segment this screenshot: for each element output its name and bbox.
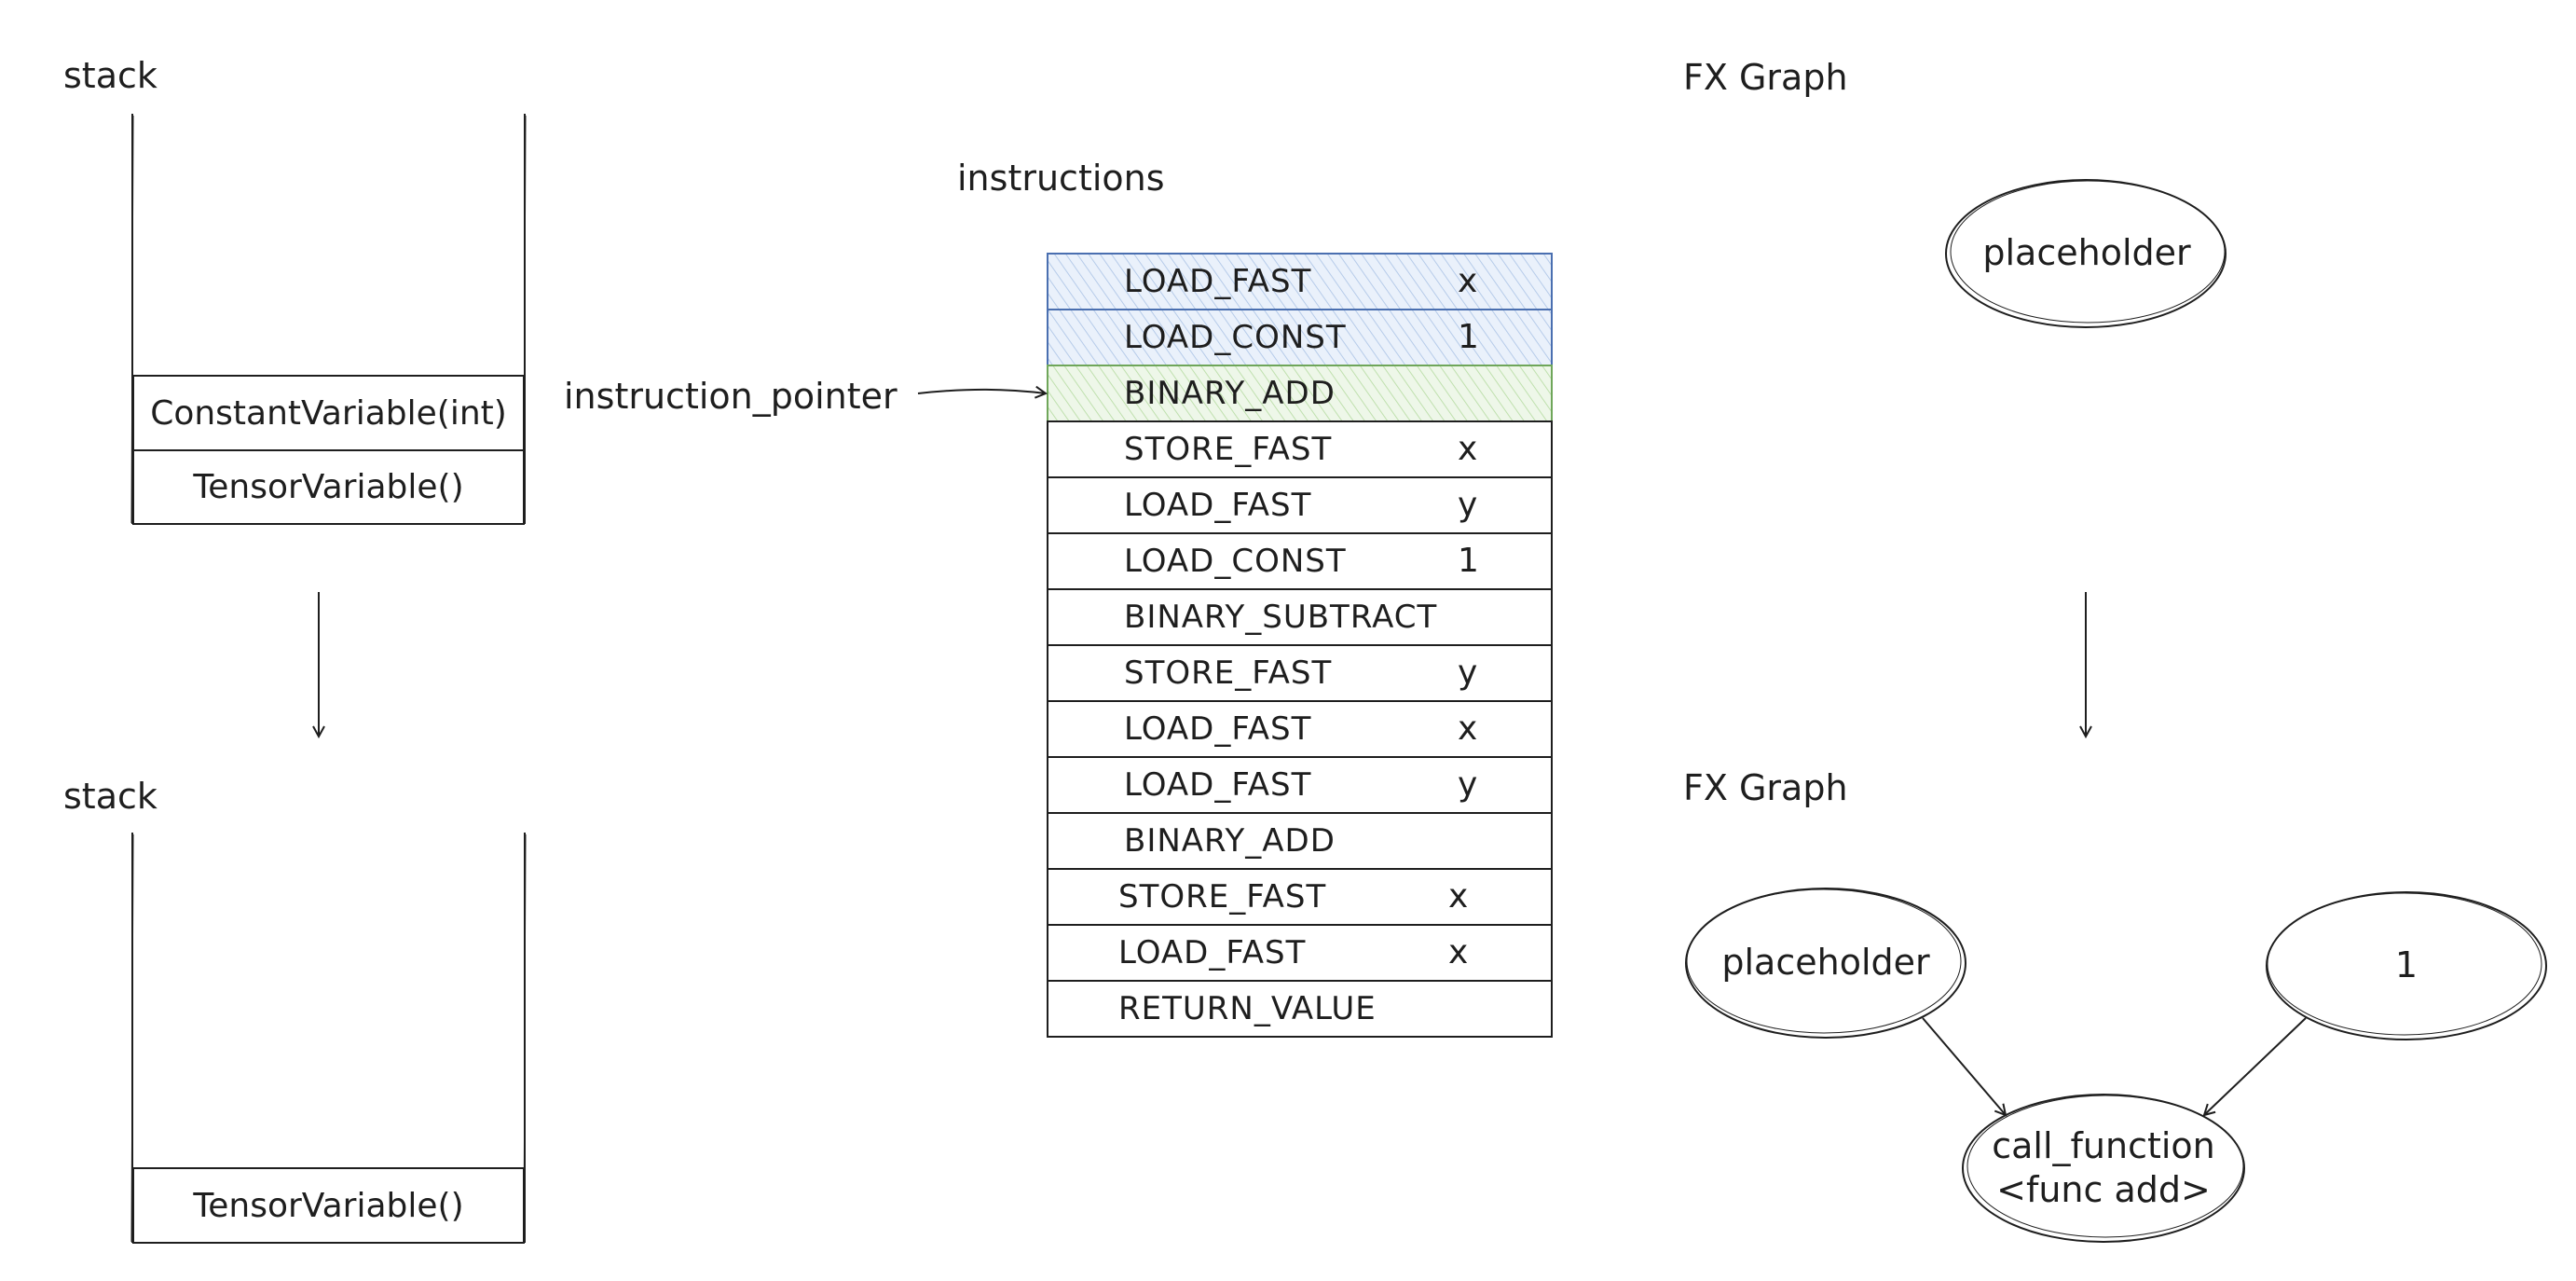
instruction-opcode: BINARY_ADD	[1124, 375, 1336, 412]
edge-placeholder-to-call	[1922, 1017, 2006, 1115]
instruction-opcode: LOAD_CONST	[1124, 543, 1347, 580]
instruction-row: LOAD_FAST x	[1048, 925, 1552, 981]
instruction-opcode: LOAD_CONST	[1124, 319, 1347, 356]
instruction-opcode: BINARY_SUBTRACT	[1124, 599, 1438, 636]
instruction-argument: y	[1458, 654, 1478, 692]
instruction-row: BINARY_ADD	[1048, 813, 1552, 869]
call-function-label: call_function	[1992, 1124, 2215, 1166]
instruction-opcode: RETURN_VALUE	[1118, 990, 1377, 1027]
graph-before-placeholder-node: placeholder	[1982, 232, 2191, 274]
stack-before-container	[130, 114, 527, 526]
instruction-row: RETURN_VALUE	[1048, 981, 1552, 1037]
instruction-row: BINARY_SUBTRACT	[1048, 589, 1552, 645]
stack-item-tensor-variable: TensorVariable()	[193, 468, 464, 506]
instruction-argument: y	[1458, 765, 1478, 804]
instruction-opcode: LOAD_FAST	[1124, 710, 1312, 748]
instruction-row-box	[1047, 980, 1553, 1038]
stack-after-title: stack	[63, 776, 158, 817]
instruction-opcode: STORE_FAST	[1124, 431, 1333, 468]
edge-constant-to-call	[2204, 1017, 2307, 1115]
instruction-opcode: LOAD_FAST	[1118, 934, 1307, 971]
instructions-table	[1047, 253, 1553, 1038]
instruction-row: LOAD_FAST x	[1048, 701, 1552, 757]
stack-item-tensor-variable-after: TensorVariable()	[193, 1186, 464, 1225]
instruction-opcode: LOAD_FAST	[1124, 487, 1312, 524]
stack-before-title: stack	[63, 55, 158, 96]
instructions-title: instructions	[957, 158, 1165, 199]
graph-before-placeholder-shape	[1945, 179, 2227, 328]
instruction-opcode: LOAD_FAST	[1124, 766, 1312, 804]
instruction-opcode: STORE_FAST	[1124, 654, 1333, 692]
instruction-row: STORE_FAST x	[1048, 869, 1552, 925]
instruction-argument: 1	[1458, 542, 1479, 580]
stack-item-constant-variable: ConstantVariable(int)	[150, 393, 507, 433]
instruction-row: BINARY_ADD	[1048, 365, 1552, 421]
instruction-argument: x	[1458, 709, 1478, 748]
instruction-row: STORE_FAST y	[1048, 645, 1552, 701]
instruction-argument: x	[1458, 430, 1478, 468]
instruction-argument: x	[1448, 933, 1469, 971]
instruction-row-box	[1047, 365, 1553, 422]
instruction-row-box	[1047, 253, 1553, 310]
instruction-argument: 1	[1458, 318, 1479, 356]
instruction-row: LOAD_FAST x	[1048, 254, 1552, 310]
instruction-row: LOAD_CONST 1	[1048, 533, 1552, 589]
graph-after-call-function-node: call_function <func add>	[1963, 1095, 2244, 1242]
instruction-pointer-label: instruction_pointer	[564, 376, 897, 417]
instruction-row: STORE_FAST x	[1048, 421, 1552, 477]
instruction-row-box	[1047, 309, 1553, 366]
graph-after-shapes	[1685, 888, 2547, 1243]
instruction-opcode: LOAD_FAST	[1124, 263, 1312, 300]
instruction-argument: y	[1458, 486, 1478, 524]
instruction-row: LOAD_CONST 1	[1048, 310, 1552, 365]
instruction-argument: x	[1448, 877, 1469, 916]
graph-before-title: FX Graph	[1683, 57, 1848, 98]
instruction-pointer-arrow	[917, 390, 1046, 393]
instruction-row: LOAD_FAST y	[1048, 757, 1552, 813]
graph-after-constant-node: 1	[2394, 944, 2418, 986]
instruction-opcode: STORE_FAST	[1118, 878, 1327, 916]
instruction-argument: x	[1458, 262, 1478, 300]
call-function-target: <func add>	[1996, 1169, 2211, 1210]
graph-after-title: FX Graph	[1683, 767, 1848, 808]
instruction-opcode: BINARY_ADD	[1124, 822, 1336, 860]
stack-after-container	[130, 833, 527, 1245]
instruction-row: LOAD_FAST y	[1048, 477, 1552, 533]
graph-after-placeholder-node: placeholder	[1721, 942, 1930, 984]
